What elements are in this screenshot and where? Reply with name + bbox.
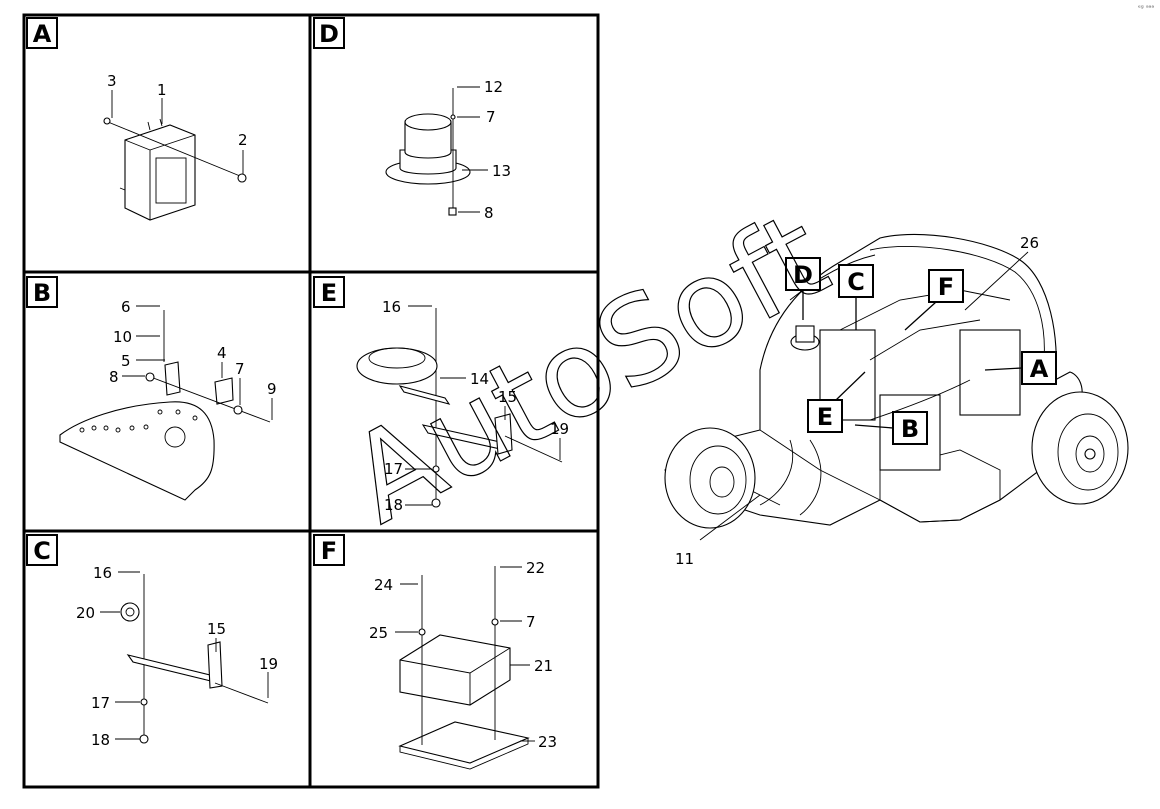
callout-label: 8: [484, 204, 494, 222]
callout-label: 2: [238, 131, 248, 149]
callout-label: 24: [374, 576, 393, 594]
callout-leaders-e: [405, 305, 561, 506]
callout-label: 18: [384, 496, 403, 514]
panel-a: A 3 1 2: [26, 17, 248, 221]
callout-label: 17: [384, 460, 403, 478]
callout-leaders-a: [111, 90, 244, 174]
panel-d-letter: D: [319, 20, 339, 48]
junction-box-part: [119, 118, 196, 221]
beacon-light-part: [385, 88, 471, 216]
panel-e-letter: E: [321, 279, 337, 307]
front-left-wheel: [664, 427, 756, 529]
bracket-assembly-c: [120, 574, 269, 744]
panel-f: F 24 22 25 7 21 23: [313, 534, 557, 770]
panel-b-letter-box: B: [26, 276, 58, 308]
panel-c-letter-box: C: [26, 534, 58, 566]
marker-label: B: [901, 415, 919, 443]
callout-label: 23: [538, 733, 557, 751]
callout-leaders-d: [457, 86, 488, 213]
marker-label: E: [817, 403, 833, 431]
horn-assembly-e: [356, 308, 563, 508]
callout-label: 6: [121, 298, 131, 316]
callout-label: 3: [107, 72, 117, 90]
marker-a: A: [984, 351, 1057, 385]
marker-c: C: [838, 264, 874, 330]
panel-a-letter: A: [33, 20, 52, 48]
marker-e: E: [807, 371, 866, 433]
machine-markers: D C F A E: [785, 257, 1057, 445]
panel-e-letter-box: E: [313, 276, 345, 308]
bracket-and-switch-part: [145, 310, 271, 423]
callout-label: 7: [526, 613, 536, 631]
callout-label: 14: [470, 370, 489, 388]
callout-label: 13: [492, 162, 511, 180]
marker-label: D: [793, 261, 813, 289]
callout-leaders-c: [100, 571, 269, 740]
front-right-wheel: [1031, 391, 1129, 505]
callout-label: 19: [550, 420, 569, 438]
marker-label: F: [938, 273, 954, 301]
callout-label: 11: [675, 550, 694, 568]
marker-d: D: [785, 257, 821, 320]
panel-f-letter-box: F: [313, 534, 345, 566]
callout-label: 19: [259, 655, 278, 673]
panel-a-letter-box: A: [26, 17, 58, 49]
callout-label: 22: [526, 559, 545, 577]
machine-overview: D C F A E: [664, 233, 1129, 568]
callout-label: 8: [109, 368, 119, 386]
callout-label: 15: [207, 620, 226, 638]
corner-mark: ᵉᵍ ᵃᵃᵃ: [1138, 4, 1154, 12]
mounting-plate-part: [59, 401, 215, 501]
marker-label: C: [847, 268, 865, 296]
callout-label: 17: [91, 694, 110, 712]
callout-label: 16: [382, 298, 401, 316]
panel-b: B: [26, 276, 277, 501]
panel-grid: [22, 13, 600, 789]
callout-label: 20: [76, 604, 95, 622]
callout-label: 18: [91, 731, 110, 749]
panel-d: D 12 7 13 8: [313, 17, 511, 222]
callout-label: 10: [113, 328, 132, 346]
callout-label: 1: [157, 81, 167, 99]
screw-rod: [103, 117, 247, 183]
panel-b-letter: B: [33, 279, 51, 307]
panel-c-letter: C: [33, 537, 51, 565]
callout-label: 21: [534, 657, 553, 675]
marker-f: F: [904, 269, 964, 331]
panel-d-letter-box: D: [313, 17, 345, 49]
panel-f-letter: F: [321, 537, 337, 565]
callout-label: 7: [235, 360, 245, 378]
callout-label: 25: [369, 624, 388, 642]
callout-label: 12: [484, 78, 503, 96]
panel-c: C 16 20 15 19 17 18: [26, 534, 278, 749]
control-box-assembly-f: [398, 566, 530, 770]
callout-leaders-f: [395, 566, 535, 742]
callout-label: 4: [217, 344, 227, 362]
panel-e: E 16 14 15 19 17 18: [313, 276, 569, 514]
callout-label: 9: [267, 380, 277, 398]
callout-leaders-b: [122, 305, 273, 420]
machine-callouts: 26 11: [675, 234, 1039, 568]
callout-label: 7: [486, 108, 496, 126]
callout-label: 16: [93, 564, 112, 582]
callout-label: 15: [498, 388, 517, 406]
callout-label: 26: [1020, 234, 1039, 252]
callout-label: 5: [121, 352, 131, 370]
marker-label: A: [1030, 355, 1049, 383]
marker-b: B: [854, 411, 928, 445]
